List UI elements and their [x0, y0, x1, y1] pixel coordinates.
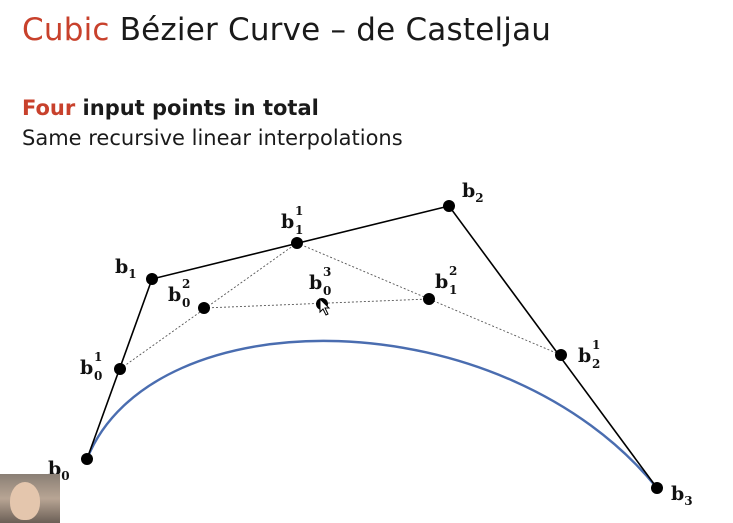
svg-text:1: 1: [295, 204, 303, 218]
svg-text:b: b: [281, 211, 294, 233]
svg-text:1: 1: [295, 223, 303, 237]
control-polygon: [86, 205, 658, 489]
point-b2: [443, 200, 455, 212]
mouse-cursor-icon: [319, 297, 331, 316]
subtitle-rest: input points in total: [75, 96, 319, 120]
label-b2: b2: [462, 180, 484, 205]
label-b1-1: b 1 1: [281, 204, 303, 237]
label-b2-1: b 1 2: [578, 338, 600, 371]
svg-text:3: 3: [323, 265, 331, 279]
label-b1: b1: [115, 256, 137, 281]
presenter-face: [10, 482, 40, 520]
title-rest: Bézier Curve – de Casteljau: [109, 12, 552, 48]
svg-text:b: b: [435, 271, 448, 293]
svg-text:b: b: [309, 272, 322, 294]
svg-text:b: b: [80, 357, 93, 379]
svg-text:1: 1: [592, 338, 600, 352]
point-b1-1: [291, 237, 303, 249]
point-b0: [81, 453, 93, 465]
subtitle-accent: Four: [22, 96, 76, 120]
label-b0-1: b 1 0: [80, 350, 102, 383]
label-b3: b3: [671, 483, 693, 508]
point-b2-1: [555, 349, 567, 361]
slide-subtitle: Four input points in total: [22, 96, 319, 120]
svg-text:0: 0: [182, 296, 190, 310]
point-b0-1: [114, 363, 126, 375]
svg-text:0: 0: [94, 369, 102, 383]
label-b1-2: b 2 1: [435, 264, 457, 297]
svg-text:1: 1: [449, 283, 457, 297]
svg-text:2: 2: [592, 357, 600, 371]
label-b0-2: b 2 0: [168, 277, 190, 310]
svg-text:1: 1: [94, 350, 102, 364]
slide-line-2: Same recursive linear interpolations: [22, 126, 403, 150]
label-b0-3: b 3 0: [309, 265, 331, 298]
svg-text:0: 0: [323, 284, 331, 298]
svg-text:2: 2: [182, 277, 190, 291]
slide-title: Cubic Bézier Curve – de Casteljau: [22, 12, 551, 48]
point-b0-2: [198, 302, 210, 314]
bezier-curve: [85, 339, 658, 489]
svg-text:2: 2: [449, 264, 457, 278]
presenter-webcam: [0, 474, 60, 523]
point-b1-2: [423, 293, 435, 305]
point-b1: [146, 273, 158, 285]
title-accent: Cubic: [22, 12, 110, 48]
svg-text:b: b: [168, 284, 181, 306]
point-b3: [651, 482, 663, 494]
svg-text:b: b: [578, 345, 591, 367]
